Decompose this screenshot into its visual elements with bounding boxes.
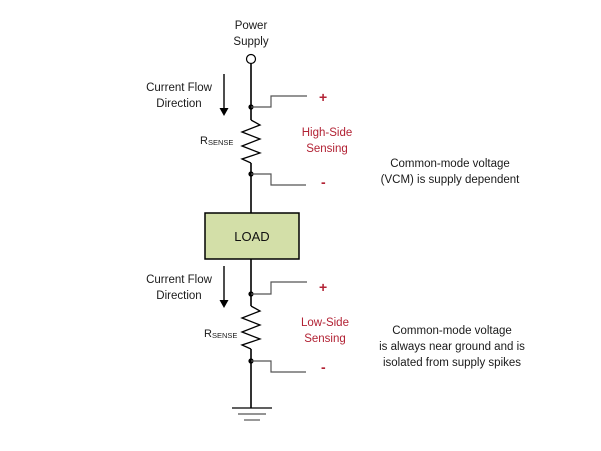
high-sensing-line2: Sensing (306, 143, 348, 155)
high-current-arrow-icon (219, 74, 229, 116)
load-box (204, 212, 300, 260)
high-note-line2: (VCM) is supply dependent (380, 174, 520, 186)
high-plus-sign: + (319, 89, 328, 105)
high-minus-lead (251, 173, 306, 186)
high-side-resistor (240, 119, 262, 164)
low-plus-sign: + (319, 279, 328, 295)
high-flow-line2: Direction (156, 98, 202, 110)
low-minus-sign: - (321, 359, 326, 375)
high-rsense-sub: SENSE (207, 138, 234, 147)
load-label: LOAD (234, 228, 270, 244)
low-current-flow-label: Current Flow Direction (136, 272, 222, 304)
low-note-line3: isolated from supply spikes (382, 357, 522, 369)
high-plus-lead (251, 95, 307, 108)
low-minus-lead (251, 360, 306, 373)
low-flow-line2: Direction (156, 290, 202, 302)
low-side-sensing-label: Low-Side Sensing (290, 315, 360, 347)
low-plus-lead (251, 281, 307, 295)
low-rsense-sub: SENSE (211, 331, 238, 340)
high-current-flow-label: Current Flow Direction (136, 80, 222, 112)
high-sensing-line1: High-Side (301, 127, 353, 139)
low-side-note: Common-mode voltage is always near groun… (364, 323, 540, 371)
low-current-arrow-icon (219, 266, 229, 308)
low-rsense-main: R (204, 328, 212, 340)
low-sensing-line1: Low-Side (301, 317, 349, 329)
low-note-line1: Common-mode voltage (392, 325, 512, 337)
high-minus-sign: - (321, 174, 326, 190)
power-supply-label-line2: Supply (233, 36, 269, 48)
power-supply-label-line1: Power (234, 20, 268, 32)
high-note-line1: Common-mode voltage (390, 158, 510, 170)
low-sensing-line2: Sensing (304, 333, 346, 345)
power-supply-terminal (245, 53, 257, 65)
low-note-line2: is always near ground and is (379, 341, 525, 353)
high-flow-line1: Current Flow (146, 82, 212, 94)
low-side-resistor (240, 305, 262, 350)
high-side-note: Common-mode voltage (VCM) is supply depe… (370, 156, 530, 188)
ground-icon (232, 407, 272, 421)
high-side-sensing-label: High-Side Sensing (292, 125, 362, 157)
power-supply-label: Power Supply (221, 18, 281, 50)
high-rsense-label: RSENSE (200, 135, 233, 147)
low-rsense-label: RSENSE (204, 328, 237, 340)
high-rsense-main: R (200, 135, 208, 147)
low-flow-line1: Current Flow (146, 274, 212, 286)
